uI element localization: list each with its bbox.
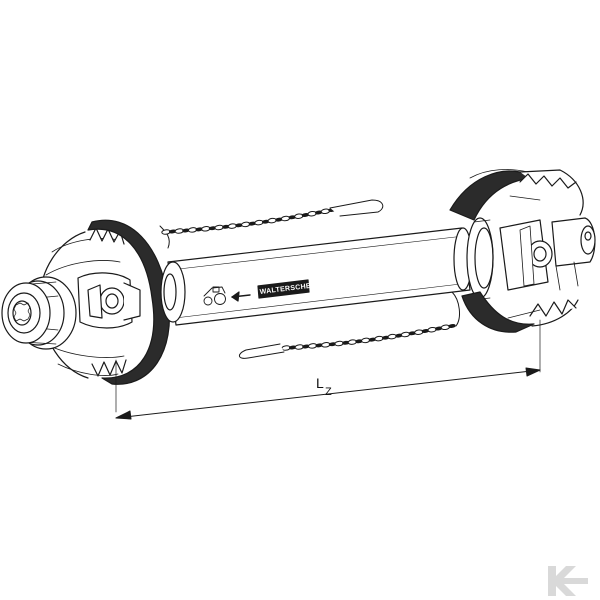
chain-link bbox=[400, 331, 411, 338]
chain-link bbox=[448, 324, 456, 328]
kramp-logo bbox=[548, 566, 588, 596]
lower-safety-chain bbox=[239, 291, 460, 359]
left-spline-hub bbox=[1, 276, 77, 350]
chain-link bbox=[320, 208, 331, 215]
chain-link bbox=[280, 215, 291, 222]
brand-plate: WALTERSCHEID bbox=[257, 279, 319, 299]
chain-link bbox=[427, 326, 437, 333]
chain-link bbox=[414, 329, 424, 335]
arrow-left-icon bbox=[231, 291, 251, 302]
right-bearing-ring bbox=[466, 217, 494, 301]
tractor-icon bbox=[203, 286, 226, 306]
dimension-label: L Z bbox=[316, 375, 332, 398]
upper-safety-chain bbox=[159, 199, 384, 249]
chain-link bbox=[387, 333, 397, 340]
chain-link bbox=[307, 210, 317, 217]
dimension-label-sub: Z bbox=[325, 386, 332, 398]
right-universal-joint bbox=[499, 217, 596, 291]
dimension-line-lz bbox=[115, 319, 541, 420]
chain-link bbox=[440, 324, 451, 331]
left-universal-joint bbox=[77, 272, 141, 329]
chain-link bbox=[294, 213, 304, 219]
left-guard-band bbox=[87, 219, 170, 385]
shaft-tube bbox=[167, 227, 473, 326]
right-guard-cone bbox=[507, 169, 584, 327]
chain-link bbox=[267, 217, 277, 224]
dimension-label-main: L bbox=[316, 375, 324, 391]
left-bearing-ring bbox=[160, 261, 186, 323]
